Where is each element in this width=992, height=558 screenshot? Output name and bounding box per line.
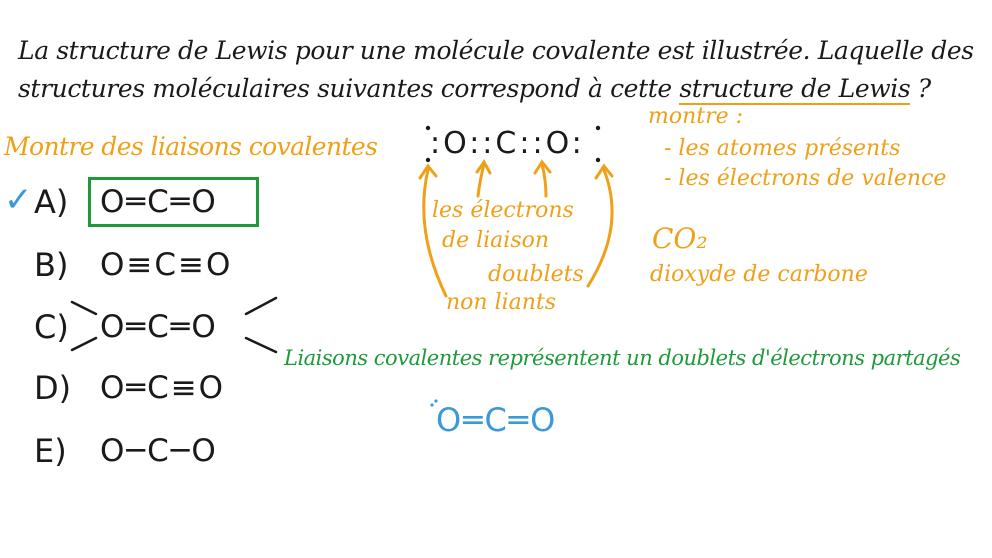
option-d-formula[interactable]: O═C≡O [100, 370, 226, 406]
blue-dots [430, 399, 438, 407]
shows-item-atoms: - les atomes présents [664, 136, 901, 161]
option-e-letter[interactable]: E) [34, 432, 67, 470]
arrowhead-left-bond [475, 159, 492, 175]
option-a-letter[interactable]: A) [34, 183, 69, 221]
option-c-formula[interactable]: O═C═O [100, 309, 218, 345]
lewis-structure: :O::C::O: [430, 126, 585, 161]
option-b-letter[interactable]: B) [34, 246, 69, 284]
shows-title: montre : [648, 104, 744, 129]
question-part1: La structure de Lewis pour une molécule … [18, 36, 974, 103]
option-c-lone-pairs [70, 296, 278, 354]
lone-pairs-label-1: doublets [488, 262, 584, 287]
covalent-bonds-note: Liaisons covalentes représentent un doub… [284, 346, 961, 370]
answer-structure: O═C═O [436, 401, 558, 439]
bonding-electrons-label-2: de liaison [442, 228, 550, 253]
arrow-right-lonepair [586, 168, 614, 288]
option-e-formula[interactable]: O─C─O [100, 433, 218, 469]
lone-pair-dots [425, 125, 601, 163]
arrow-left-bond [476, 162, 486, 198]
option-b-formula[interactable]: O≡C≡O [100, 247, 233, 283]
shows-item-valence: - les électrons de valence [664, 166, 947, 191]
check-icon: ✓ [4, 180, 33, 220]
question-part2: ? [910, 74, 931, 103]
co2-name: dioxyde de carbone [650, 262, 868, 287]
option-c-letter[interactable]: C) [34, 308, 69, 346]
covalent-bonds-heading: Montre des liaisons covalentes [4, 132, 378, 161]
question-text: La structure de Lewis pour une molécule … [18, 32, 978, 108]
arrowhead-right-lonepair [594, 163, 614, 180]
option-d-letter[interactable]: D) [34, 369, 72, 407]
option-a-formula[interactable]: O═C═O [100, 184, 218, 220]
correct-answer-box [88, 177, 259, 227]
arrow-left-lonepair [422, 168, 448, 298]
arrowhead-right-bond [533, 159, 552, 175]
electron-arrows [418, 159, 614, 298]
question-highlight: structure de Lewis [679, 74, 911, 105]
co2-formula: CO₂ [652, 222, 708, 255]
arrowhead-left-lonepair [418, 163, 438, 180]
lone-pairs-label-2: non liants [446, 290, 557, 315]
bonding-electrons-label-1: les électrons [432, 198, 574, 223]
arrow-right-bond [540, 162, 548, 198]
